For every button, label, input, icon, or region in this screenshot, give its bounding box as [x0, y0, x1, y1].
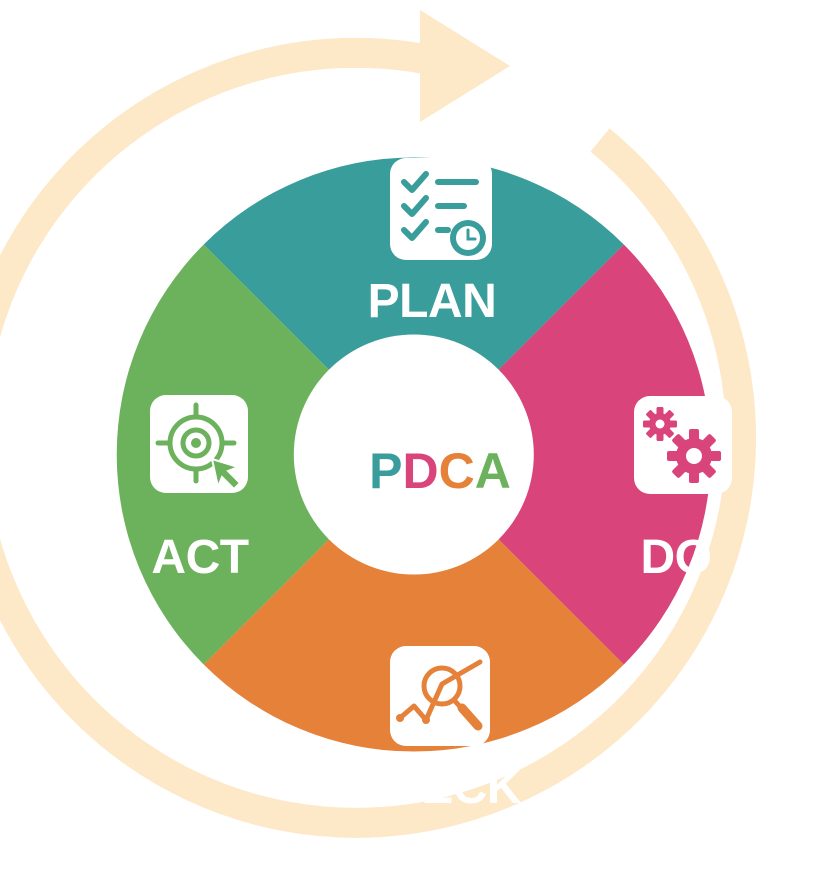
center-letter-d: D: [403, 443, 439, 499]
segment-label-check: CHECK: [353, 761, 522, 814]
segment-act: [116, 244, 414, 665]
segment-label-do: DO: [641, 531, 712, 584]
target-cursor-icon: [150, 395, 248, 493]
center-letter-a: A: [475, 443, 511, 499]
segment-do: [413, 244, 711, 665]
chart-magnifier-icon: [390, 646, 490, 746]
center-letter-p: P: [369, 443, 402, 499]
segment-label-act: ACT: [151, 531, 248, 584]
checklist-clock-icon: [390, 158, 492, 260]
segment-check: [203, 454, 624, 752]
cycle-arrow-ring: [0, 37, 757, 838]
gears-icon: [634, 396, 732, 494]
cycle-arrow-head: [420, 10, 510, 122]
wheel: [116, 157, 711, 752]
center-circle: [293, 334, 534, 575]
center-letter-c: C: [439, 443, 475, 499]
cycle-arrow: [0, 10, 757, 838]
segment-label-plan: PLAN: [368, 275, 497, 328]
segment-plan: [203, 157, 624, 455]
center-title: PDCA: [369, 443, 511, 499]
